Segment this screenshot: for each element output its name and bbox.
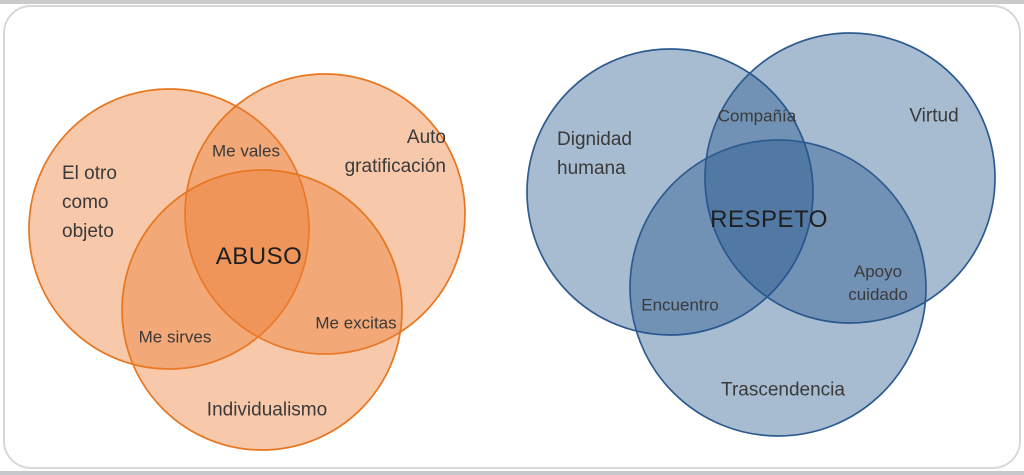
circle-dignidad-humana	[526, 48, 814, 336]
circle-virtud	[704, 32, 996, 324]
circle-auto-gratificacion	[184, 73, 466, 355]
circle-individualismo	[121, 169, 403, 451]
circle-el-otro-como-objeto	[28, 88, 310, 370]
circle-trascendencia	[629, 139, 927, 437]
respeto-venn	[526, 32, 996, 437]
page-bottom-edge	[0, 471, 1024, 475]
slide-card	[3, 5, 1021, 469]
abuso-venn	[28, 73, 466, 451]
page-top-edge	[0, 0, 1024, 4]
